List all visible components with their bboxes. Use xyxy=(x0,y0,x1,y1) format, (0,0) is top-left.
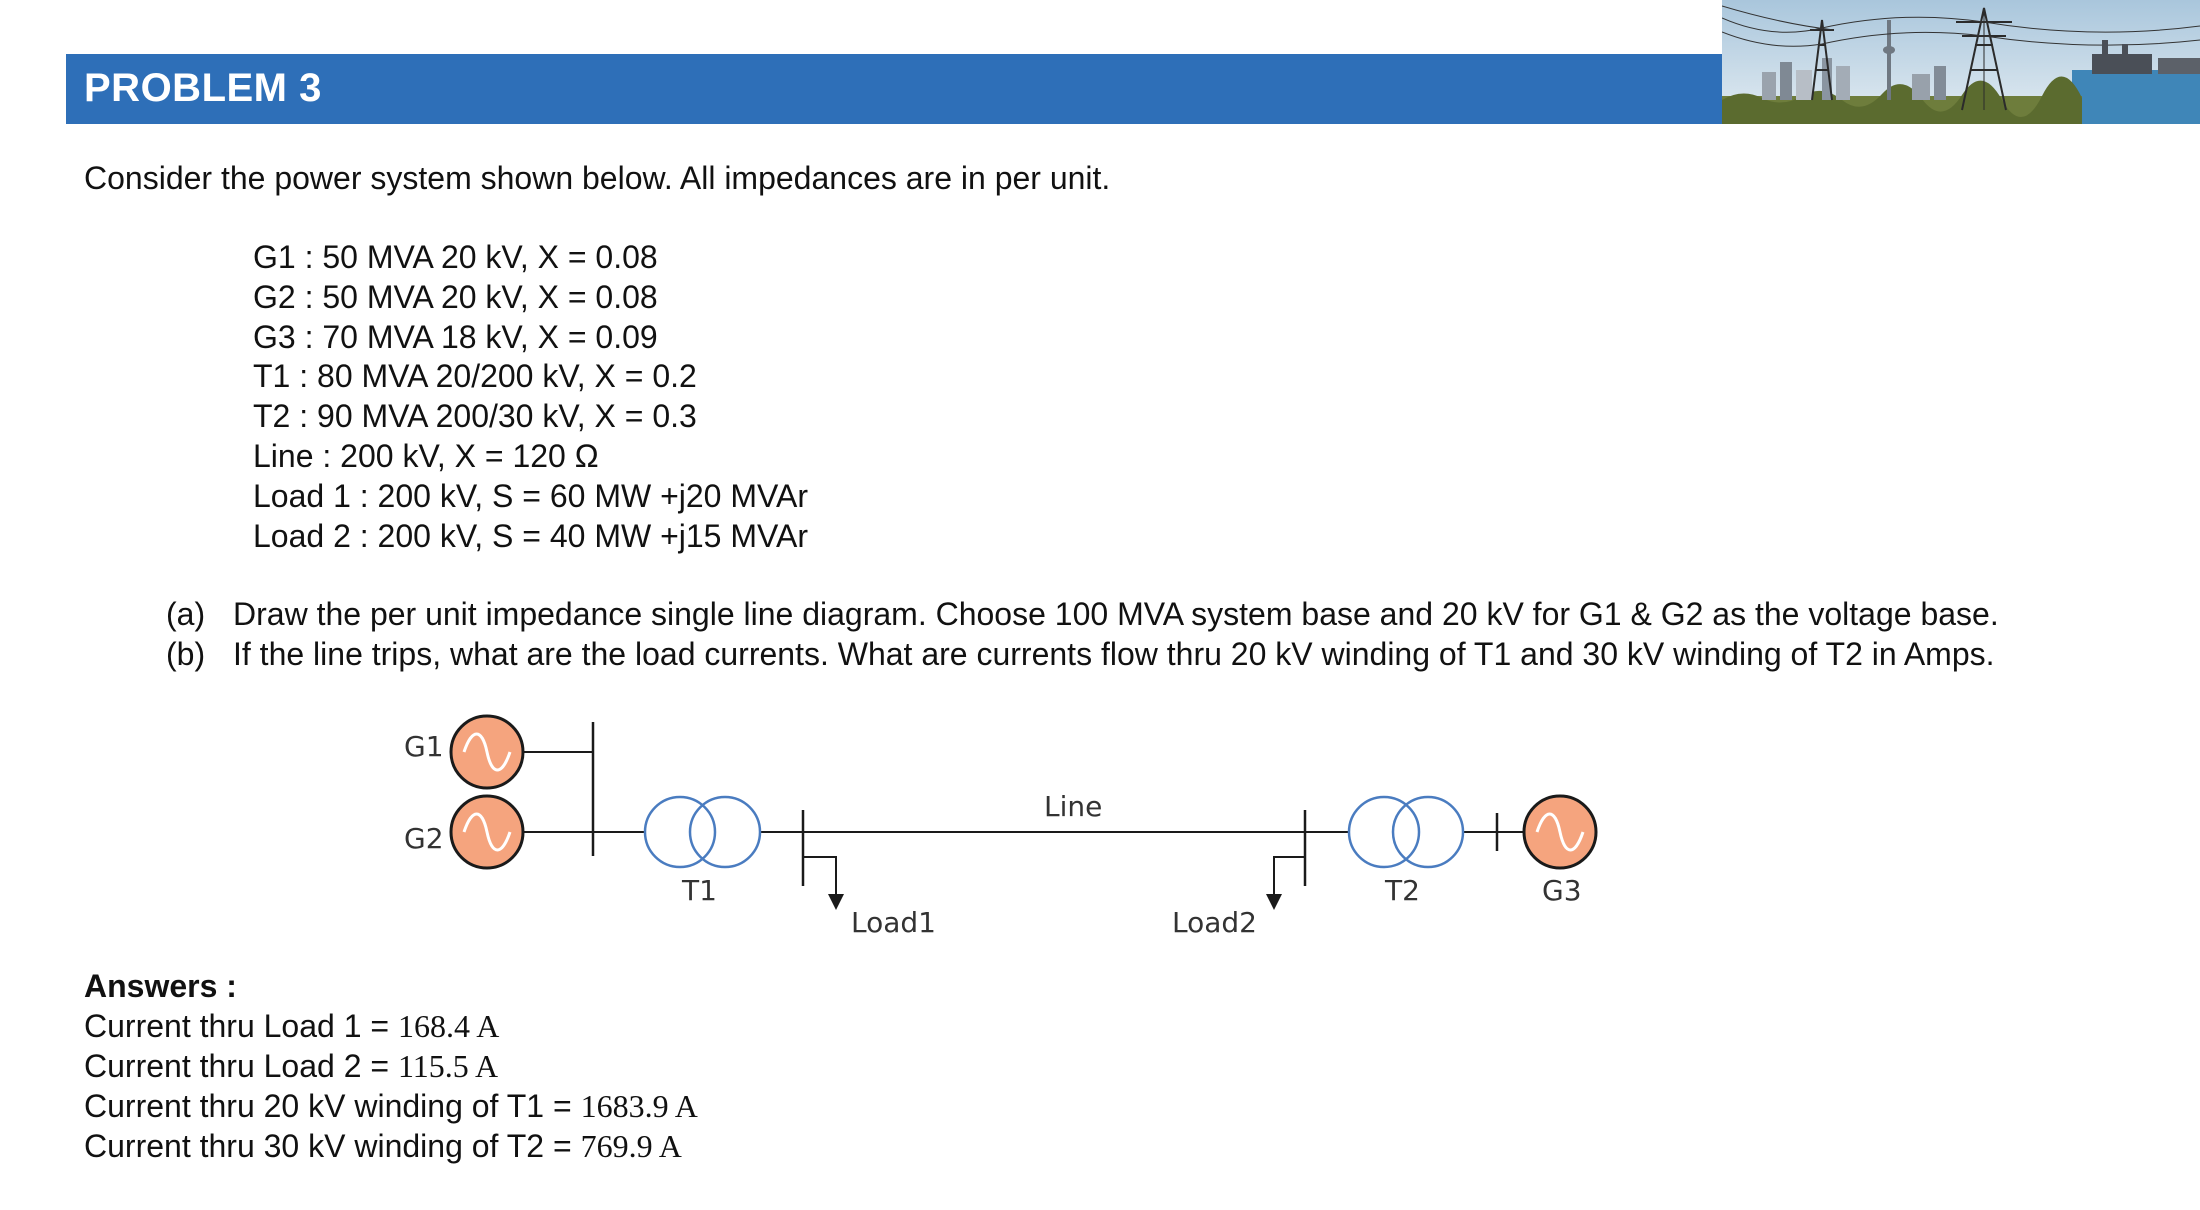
intro-text: Consider the power system shown below. A… xyxy=(84,160,1111,196)
load2-tap xyxy=(1273,856,1305,894)
answers-section: Answers : Current thru Load 1 = 168.4 A … xyxy=(84,966,698,1166)
question-label: (b) xyxy=(166,636,206,672)
question-label: (a) xyxy=(166,596,206,632)
spec-g3: G3 : 70 MVA 18 kV, X = 0.09 xyxy=(253,318,658,355)
answer-value: 1683.9 A xyxy=(580,1088,698,1124)
answer-value: 115.5 A xyxy=(397,1048,499,1084)
label-t2: T2 xyxy=(1384,874,1420,907)
answer-value: 168.4 A xyxy=(397,1008,500,1044)
spec-load2: Load 2 : 200 kV, S = 40 MW +j15 MVAr xyxy=(253,517,808,554)
label-load2: Load2 xyxy=(1172,906,1257,939)
label-load1: Load1 xyxy=(851,906,936,939)
label-line: Line xyxy=(1044,790,1102,823)
spec-load1: Load 1 : 200 kV, S = 60 MW +j20 MVAr xyxy=(253,477,808,514)
power-lines-photo xyxy=(1722,0,2200,124)
g2-generator-icon xyxy=(449,794,525,870)
spec-g2: G2 : 50 MVA 20 kV, X = 0.08 xyxy=(253,278,658,315)
question-text: Draw the per unit impedance single line … xyxy=(233,596,1999,632)
answer-load2: Current thru Load 2 = 115.5 A xyxy=(84,1046,698,1086)
page-title: PROBLEM 3 xyxy=(84,66,322,110)
question-b: (b) If the line trips, what are the load… xyxy=(166,634,1999,674)
answer-t1: Current thru 20 kV winding of T1 = 1683.… xyxy=(84,1086,698,1126)
label-g3: G3 xyxy=(1542,874,1582,907)
header-banner xyxy=(66,54,1722,124)
g3-generator-icon xyxy=(1522,794,1598,870)
answer-load1: Current thru Load 1 = 168.4 A xyxy=(84,1006,698,1046)
load1-tap xyxy=(803,856,837,894)
question-a: (a) Draw the per unit impedance single l… xyxy=(166,594,1999,634)
answer-label: Current thru 20 kV winding of T1 = xyxy=(84,1088,581,1124)
t2-transformer-icon xyxy=(1347,795,1465,869)
load2-arrow-icon xyxy=(1266,894,1282,910)
answer-value: 769.9 A xyxy=(580,1128,682,1164)
load1-arrow-icon xyxy=(828,894,844,910)
spec-t1: T1 : 80 MVA 20/200 kV, X = 0.2 xyxy=(253,358,697,395)
g1-generator-icon xyxy=(449,714,525,790)
answer-t2: Current thru 30 kV winding of T2 = 769.9… xyxy=(84,1126,698,1166)
answer-label: Current thru Load 1 = xyxy=(84,1008,398,1044)
spec-line: Line : 200 kV, X = 120 Ω xyxy=(253,437,599,474)
component-specs: G1 : 50 MVA 20 kV, X = 0.08 G2 : 50 MVA … xyxy=(253,238,808,556)
label-g2: G2 xyxy=(404,822,444,855)
answer-label: Current thru 30 kV winding of T2 = xyxy=(84,1128,581,1164)
label-g1: G1 xyxy=(404,730,444,763)
question-text: If the line trips, what are the load cur… xyxy=(233,636,1995,672)
spec-t2: T2 : 90 MVA 200/30 kV, X = 0.3 xyxy=(253,398,697,435)
label-t1: T1 xyxy=(681,874,717,907)
answers-heading: Answers : xyxy=(84,968,237,1004)
t1-transformer-icon xyxy=(643,795,762,869)
spec-g1: G1 : 50 MVA 20 kV, X = 0.08 xyxy=(253,239,658,275)
answer-label: Current thru Load 2 = xyxy=(84,1048,398,1084)
questions: (a) Draw the per unit impedance single l… xyxy=(166,594,1999,674)
